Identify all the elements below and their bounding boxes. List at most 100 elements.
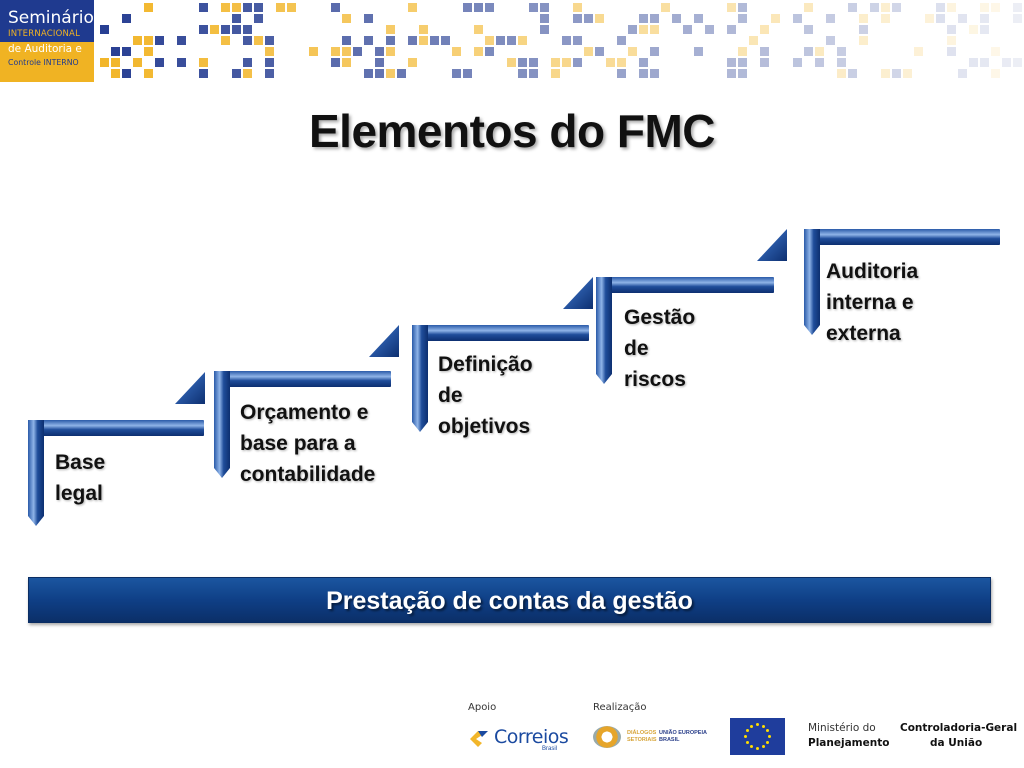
pixel-square xyxy=(892,3,901,12)
pixel-square xyxy=(463,69,472,78)
pixel-square xyxy=(694,47,703,56)
pixel-square xyxy=(496,36,505,45)
pixel-square xyxy=(947,47,956,56)
pixel-square xyxy=(199,3,208,12)
pixel-square xyxy=(650,25,659,34)
ministerio-line-2: Planejamento xyxy=(808,737,890,749)
step-top-bar xyxy=(804,229,1000,245)
pixel-square xyxy=(287,3,296,12)
pixel-square xyxy=(177,36,186,45)
foundation-bar-label: Prestação de contas da gestão xyxy=(326,587,693,615)
pixel-square xyxy=(529,3,538,12)
pixel-square xyxy=(628,25,637,34)
pixel-square xyxy=(199,58,208,67)
pixel-square xyxy=(463,3,472,12)
pixel-square xyxy=(518,58,527,67)
pixel-square xyxy=(243,3,252,12)
pixel-square xyxy=(925,14,934,23)
pixel-square xyxy=(342,47,351,56)
pixel-square xyxy=(265,69,274,78)
pixel-square xyxy=(243,25,252,34)
step-top-bar xyxy=(412,325,589,341)
star-icon xyxy=(744,735,747,738)
pixel-square xyxy=(738,14,747,23)
pixel-square xyxy=(793,14,802,23)
pixel-square xyxy=(122,69,131,78)
pixel-square xyxy=(386,47,395,56)
dialogos-line-4: BRASIL xyxy=(659,737,680,743)
pixel-square xyxy=(617,58,626,67)
step-label: Orçamento e base para a contabilidade xyxy=(240,401,376,486)
pixel-square xyxy=(639,25,648,34)
step-top-bar xyxy=(596,277,774,293)
logo-line-4: Controle INTERNO xyxy=(8,58,79,67)
pixel-square xyxy=(683,25,692,34)
correios-wordmark: Correios xyxy=(494,726,569,748)
pixel-square xyxy=(969,25,978,34)
pixel-square xyxy=(155,36,164,45)
pixel-square xyxy=(221,3,230,12)
pixel-square xyxy=(144,47,153,56)
pixel-square xyxy=(947,36,956,45)
pixel-square xyxy=(507,58,516,67)
pixel-square xyxy=(529,58,538,67)
pixel-square xyxy=(375,69,384,78)
pixel-square xyxy=(485,3,494,12)
pixel-square xyxy=(617,69,626,78)
logo-line-3: de Auditoria e xyxy=(8,43,82,55)
pixel-square xyxy=(804,3,813,12)
pixel-square xyxy=(430,36,439,45)
pixel-square xyxy=(727,69,736,78)
pixel-square xyxy=(1013,14,1022,23)
pixel-square xyxy=(936,14,945,23)
pixel-square xyxy=(815,47,824,56)
foundation-bar: Prestação de contas da gestão xyxy=(28,577,991,623)
pixel-square xyxy=(221,36,230,45)
pixel-square xyxy=(419,25,428,34)
pixel-square xyxy=(848,69,857,78)
logo-line-2: INTERNACIONAL xyxy=(8,29,80,39)
pixel-square xyxy=(727,25,736,34)
pixel-square xyxy=(507,36,516,45)
pixel-square xyxy=(254,3,263,12)
pixel-square xyxy=(958,69,967,78)
pixel-square xyxy=(331,47,340,56)
correios-logo: Correios Brasil xyxy=(468,724,569,754)
pixel-square xyxy=(1013,3,1022,12)
pixel-square xyxy=(859,25,868,34)
step-left-bar xyxy=(412,325,428,432)
pixel-square xyxy=(727,58,736,67)
pixel-square xyxy=(221,25,230,34)
pixel-square xyxy=(232,25,241,34)
pixel-square xyxy=(485,36,494,45)
pixel-square xyxy=(617,36,626,45)
pixel-square xyxy=(144,36,153,45)
pixel-square xyxy=(177,58,186,67)
pixel-square xyxy=(892,69,901,78)
star-icon xyxy=(768,735,771,738)
realization-label: Realização xyxy=(593,702,647,713)
star-icon xyxy=(762,724,765,728)
step-left-bar xyxy=(214,371,230,478)
pixel-square xyxy=(408,36,417,45)
pixel-square xyxy=(749,36,758,45)
pixel-square xyxy=(485,47,494,56)
pixel-square xyxy=(936,3,945,12)
pixel-square xyxy=(375,47,384,56)
star-icon xyxy=(756,747,759,750)
pixel-square xyxy=(914,47,923,56)
pixel-square xyxy=(386,25,395,34)
pixel-square xyxy=(474,25,483,34)
pixel-square xyxy=(903,69,912,78)
pixel-square xyxy=(243,69,252,78)
pixel-square xyxy=(826,14,835,23)
pixel-square xyxy=(243,36,252,45)
pixel-square xyxy=(804,25,813,34)
pixel-square xyxy=(144,69,153,78)
step-left-bar xyxy=(596,277,612,384)
slide-title: Elementos do FMC xyxy=(308,105,716,157)
pixel-square xyxy=(584,14,593,23)
step-label: Base legal xyxy=(55,451,106,505)
cgu-line-1: Controladoria-Geral xyxy=(900,722,1018,734)
star-icon xyxy=(745,741,749,744)
